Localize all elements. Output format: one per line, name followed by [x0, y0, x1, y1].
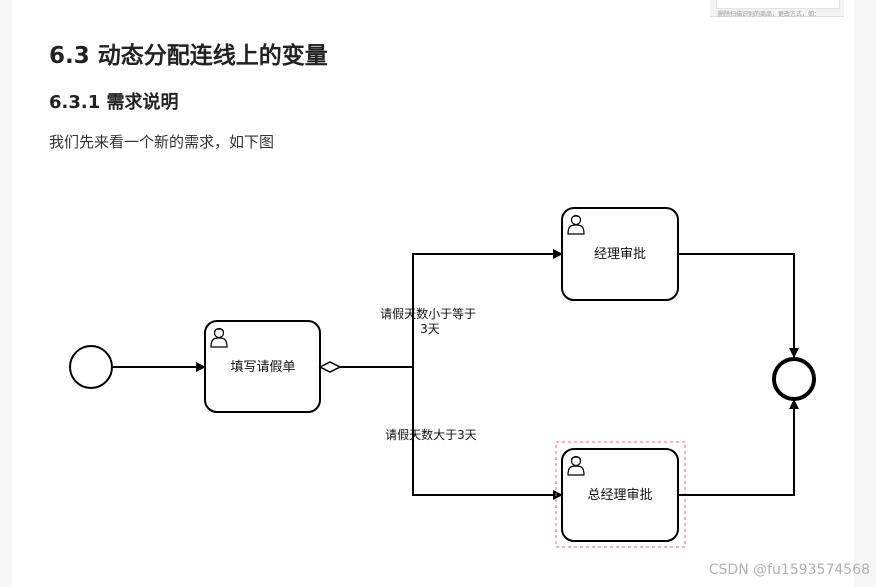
end-event[interactable] — [772, 357, 816, 401]
flow-to-general-manager[interactable] — [412, 367, 563, 500]
upper-condition-label: 请假天数小于等于 3天 — [380, 306, 480, 336]
corner-snippet-field — [716, 0, 840, 9]
flow-to-manager[interactable] — [412, 249, 563, 367]
right-gutter — [854, 0, 876, 587]
task-fill-leave-label: 填写请假单 — [230, 360, 295, 375]
left-gutter — [0, 0, 12, 587]
task-fill-leave[interactable]: 填写请假单 — [204, 320, 321, 413]
lower-condition-label: 请假天数大于3天 — [385, 427, 477, 442]
task-general-manager-approve[interactable]: 总经理审批 — [555, 441, 686, 548]
corner-snippet-panel: 删除扫描识别的商品，更改方式，如： — [710, 0, 844, 18]
conditional-flow-diamond — [318, 361, 342, 373]
task-general-manager-approve-label: 总经理审批 — [587, 488, 652, 503]
flow-general-manager-to-end[interactable] — [678, 399, 799, 496]
start-event[interactable] — [69, 345, 113, 389]
watermark: CSDN @fu1593574568 — [708, 562, 870, 578]
subsection-heading: 6.3.1 需求说明 — [49, 92, 179, 113]
intro-paragraph: 我们先来看一个新的需求，如下图 — [49, 133, 275, 151]
task-manager-approve-label: 经理审批 — [594, 247, 646, 262]
task-manager-approve[interactable]: 经理审批 — [561, 207, 679, 301]
flow-manager-to-end[interactable] — [678, 253, 799, 358]
section-heading: 6.3 动态分配连线上的变量 — [49, 43, 328, 69]
corner-snippet-text: 删除扫描识别的商品，更改方式，如： — [718, 11, 821, 18]
